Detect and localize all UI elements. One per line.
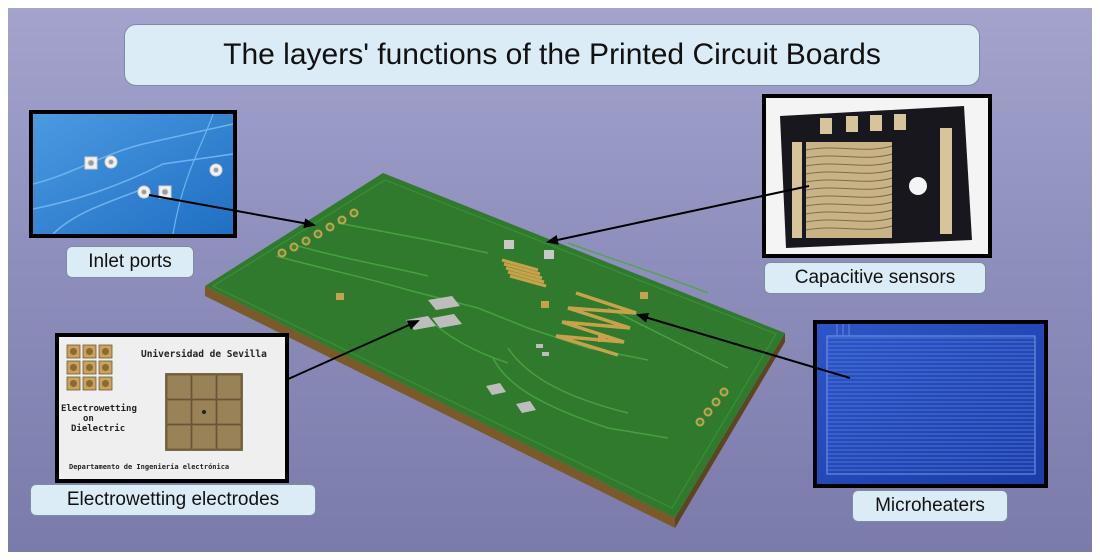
ewod-electrode-array	[165, 373, 243, 451]
label-microheaters: Microheaters	[852, 490, 1008, 522]
board-edge-front	[205, 286, 675, 528]
electrowetting-photo: Universidad de Sevilla Electrowetting on…	[55, 333, 289, 483]
inlet-ports-photo	[29, 110, 237, 238]
arrow-inlet-ports	[148, 194, 316, 229]
label-electrowetting-electrodes: Electrowetting electrodes	[30, 484, 316, 516]
ewod-device-line2: on	[83, 414, 94, 424]
board-traces	[275, 222, 729, 439]
inlet-hole-pads	[84, 155, 223, 199]
ewod-device-line1: Electrowetting	[61, 403, 137, 414]
inlet-port-pads	[277, 208, 359, 258]
board-edge-right	[675, 333, 785, 528]
arrow-microheaters	[636, 313, 851, 379]
ewod-university-text: Universidad de Sevilla	[141, 349, 267, 360]
board-microheater	[555, 291, 637, 357]
microheaters-photo	[813, 320, 1048, 488]
pointer-arrows	[148, 185, 851, 381]
arrow-electrowetting	[285, 320, 420, 381]
pcb-board	[205, 173, 785, 528]
diagram-canvas: Universidad de Sevilla Electrowetting on…	[8, 8, 1092, 552]
arrow-capacitive-sensors	[546, 185, 810, 245]
interdigitated-sensor	[806, 142, 892, 238]
label-capacitive-sensors: Capacitive sensors	[764, 262, 986, 294]
right-edge-pads	[695, 387, 729, 427]
label-inlet-ports: Inlet ports	[66, 246, 194, 278]
diagram-title: The layers' functions of the Printed Cir…	[124, 24, 980, 86]
board-capacitive-sensor	[501, 240, 554, 288]
ewod-device-line3: Dielectric	[71, 423, 125, 434]
ewod-pad-grid	[66, 344, 113, 391]
heater-serpentine	[826, 335, 1036, 475]
ewod-department-text: Departamento de Ingeniería electrónica	[69, 463, 229, 471]
capacitive-sensors-photo	[762, 94, 992, 258]
